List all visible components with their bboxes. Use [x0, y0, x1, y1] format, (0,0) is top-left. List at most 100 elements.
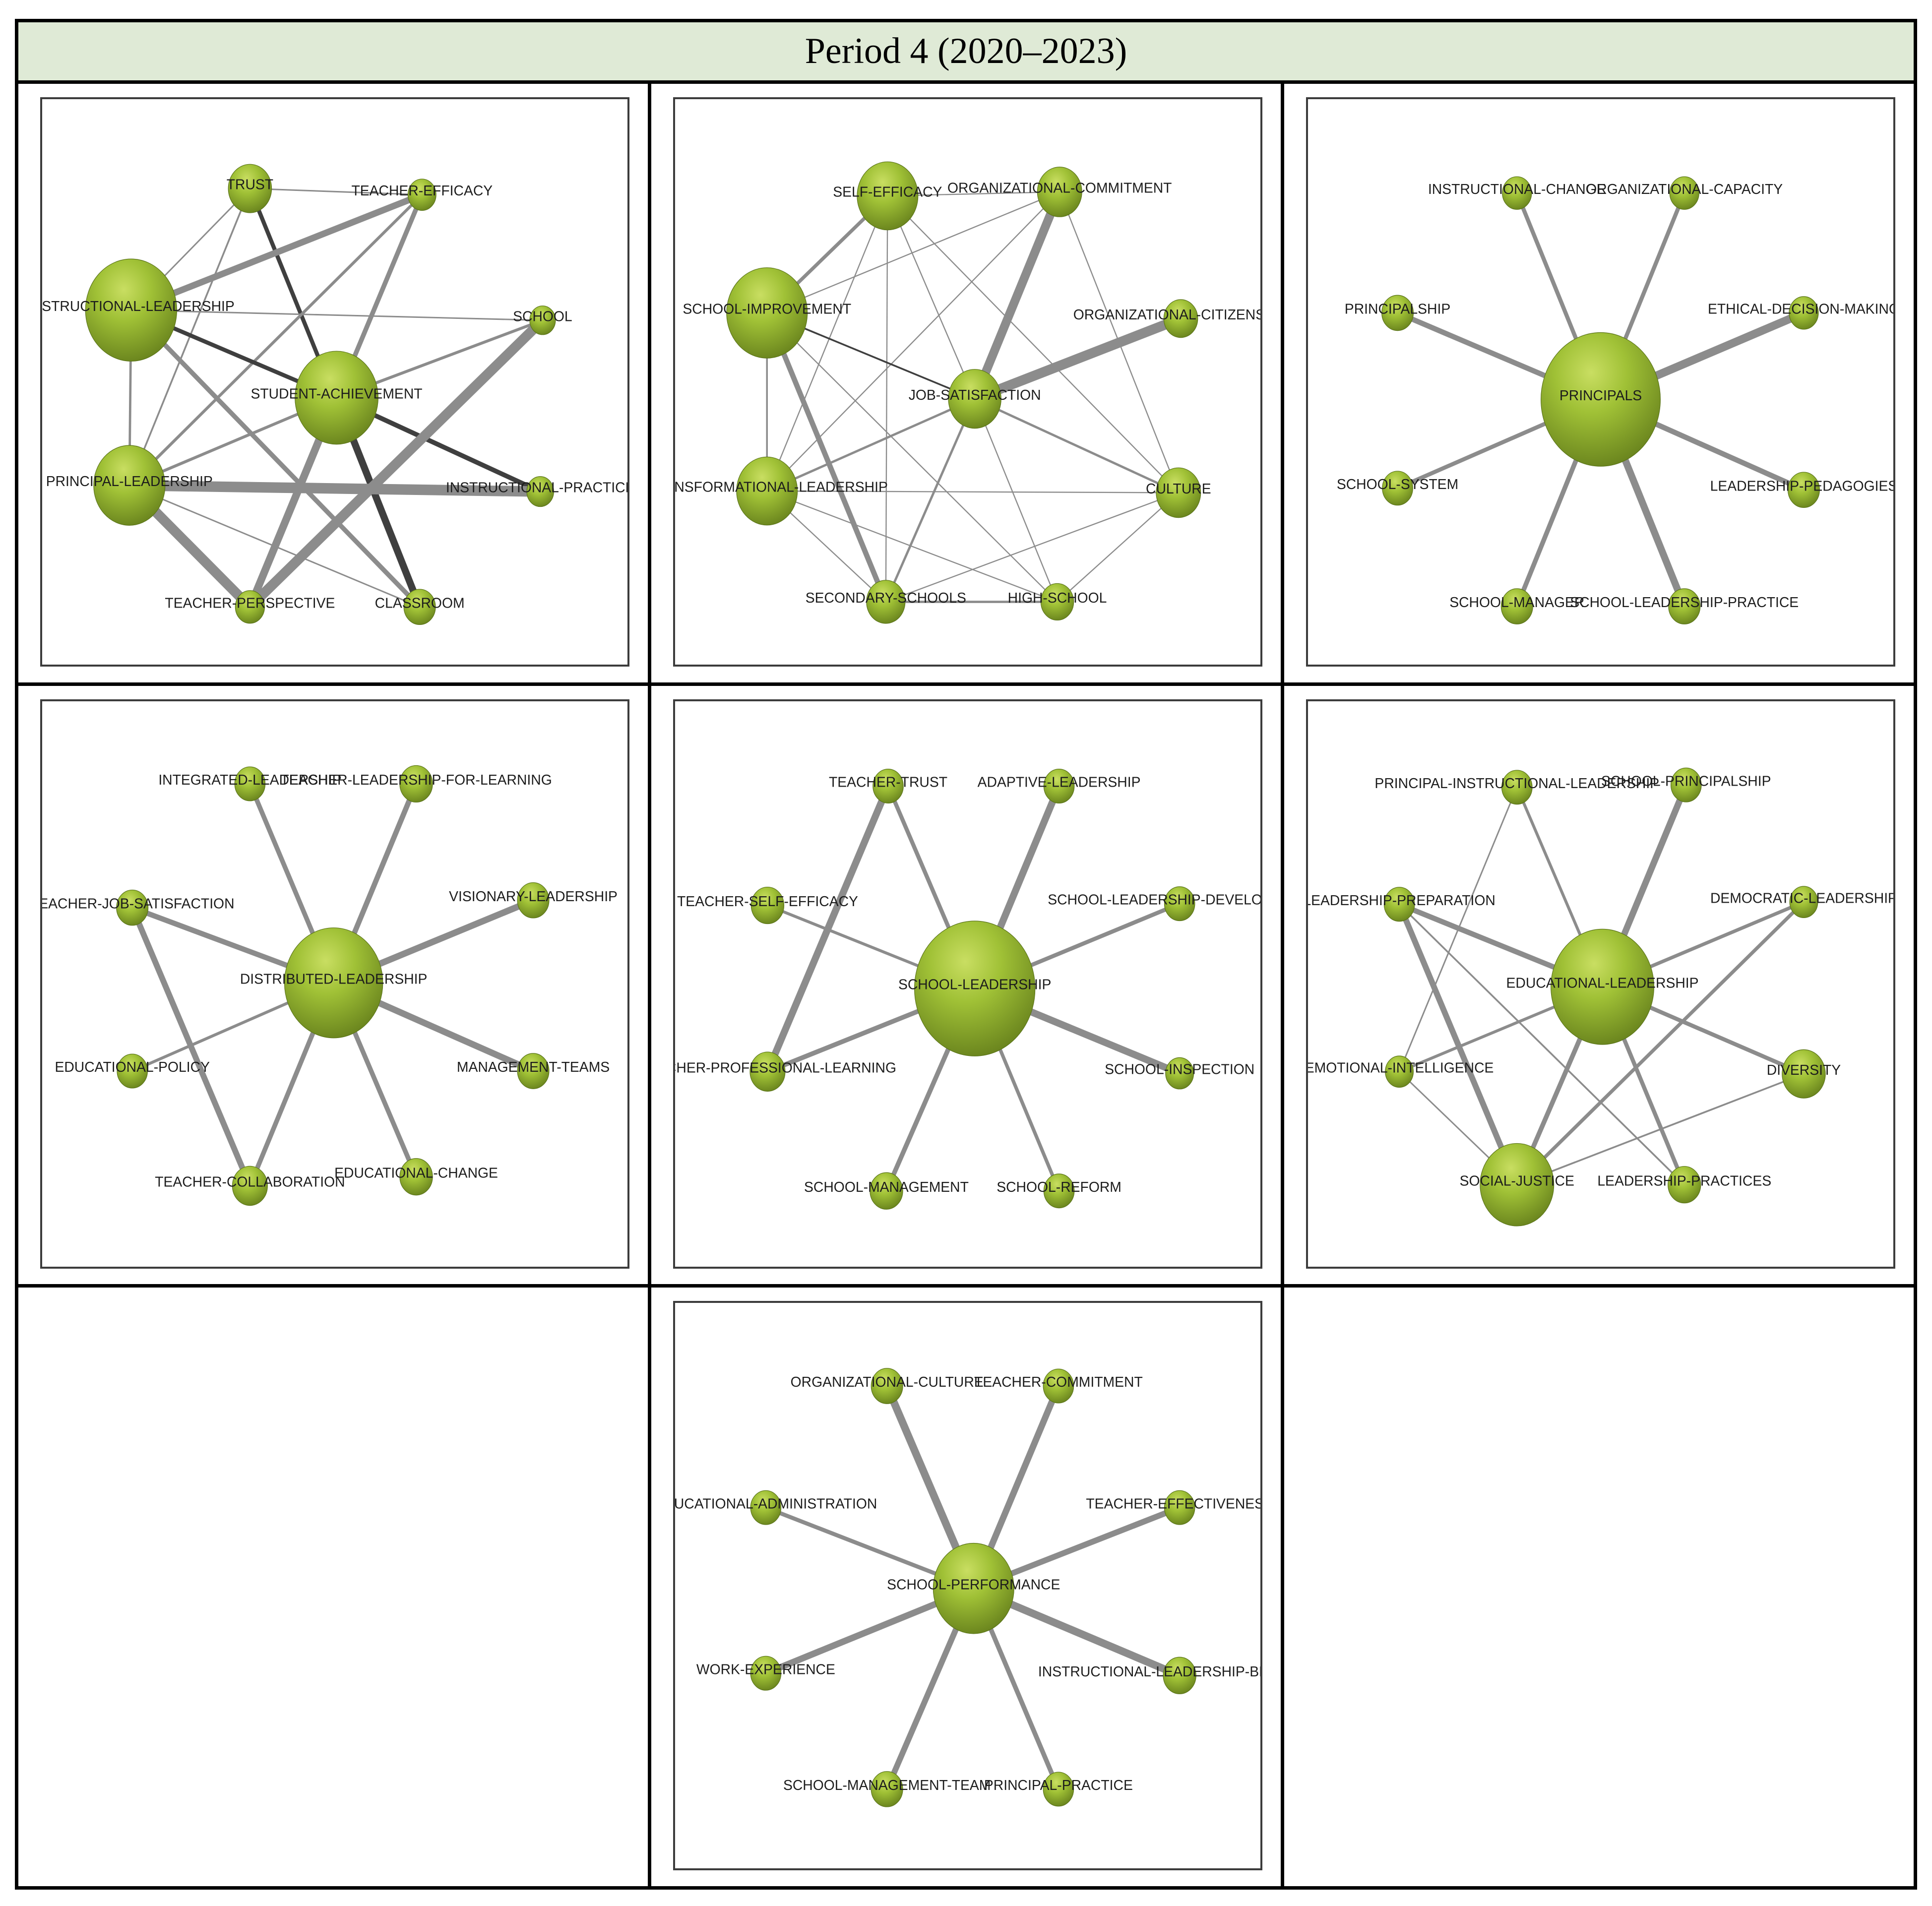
node-circle [736, 456, 798, 526]
network-graph: INTEGRATED-LEADERSHIPTEACHER-LEADERSHIP-… [42, 765, 618, 1206]
node-label: SCHOOL-MANAGEMENT [804, 1179, 969, 1195]
node-circle [1669, 176, 1699, 210]
node-label: TEACHER-EFFECTIVENESS [1086, 1496, 1260, 1512]
node-label: INSTRUCTIONAL-PRACTICE [446, 480, 627, 496]
node-label: DEMOCRATIC-LEADERSHIP [1710, 890, 1893, 906]
edge-line [766, 191, 1060, 492]
node-label: ADAPTIVE-LEADERSHIP [978, 774, 1141, 790]
node-circle [234, 766, 266, 801]
edge-line [766, 312, 1058, 603]
node-label: SCHOOL-LEADERSHIP-PRACTICE [1570, 595, 1799, 611]
node-circle [1480, 1143, 1555, 1227]
node-circle [1668, 1166, 1701, 1203]
node-circle [1164, 1490, 1195, 1525]
node-circle [1163, 299, 1198, 338]
node-circle [933, 1543, 1014, 1634]
edge-line [1515, 900, 1805, 1186]
edge-line [1516, 1073, 1805, 1186]
node-circle [871, 1368, 903, 1405]
node-circle [526, 476, 554, 507]
figure-title-bar: Period 4 (2020–2023) [18, 22, 1914, 80]
node-circle [914, 921, 1036, 1056]
node-circle [116, 889, 149, 926]
node-label: EMOTIONAL-INTELLIGENCE [1308, 1060, 1494, 1076]
node-circle [750, 1656, 782, 1691]
edge-line [1398, 903, 1685, 1185]
node-circle [1381, 295, 1414, 331]
node-label: CULTURE [1146, 481, 1211, 497]
edge-line [1396, 903, 1520, 1186]
node-circle [284, 927, 383, 1039]
node-circle [866, 580, 906, 624]
node-label: TEACHER-TRUST [829, 774, 947, 790]
edge-line [764, 784, 892, 1073]
node-circle [1383, 886, 1415, 922]
node-label: EDUCATIONAL-POLICY [55, 1059, 210, 1075]
node-label: EDUCATIONAL-CHANGE [334, 1165, 498, 1181]
grid-cell-r2c2 [1281, 1288, 1914, 1887]
edge-line [973, 313, 1183, 404]
node-circle [1500, 588, 1533, 624]
node-circle [117, 1053, 148, 1089]
grid-cell-r2c0 [18, 1288, 648, 1887]
node-label: SCHOOL-MANAGER [1449, 595, 1584, 611]
node-label: PRINCIPAL-INSTRUCTIONAL-LEADERSHIP [1374, 776, 1659, 792]
figure-title: Period 4 (2020–2023) [805, 31, 1127, 71]
edge-line [766, 398, 976, 492]
node-label: SCHOOL-IMPROVEMENT [683, 302, 851, 317]
node-circle [295, 351, 378, 445]
node-label: VISIONARY-LEADERSHIP [449, 889, 618, 905]
edge-line [129, 191, 424, 313]
edge-line [970, 190, 1064, 401]
node-label: INTEGRATED-LEADERSHIP [158, 772, 341, 788]
node-circle [399, 1158, 433, 1196]
node-circle [1163, 1657, 1196, 1695]
node-label: LEADERSHIP-PREPARATION [1308, 893, 1496, 909]
node-circle [1501, 769, 1533, 804]
edge-line [129, 906, 253, 1187]
edge-line [767, 490, 1179, 493]
edge-line [129, 308, 422, 609]
node-label: SCHOOL [513, 308, 572, 324]
node-label: LEADERSHIP-PEDAGOGIES [1710, 478, 1893, 494]
node-label: SCHOOL-LEADERSHIP [898, 977, 1051, 992]
node-circle [1782, 1049, 1826, 1099]
node-circle [1164, 886, 1195, 921]
node-label: PRINCIPALS [1559, 388, 1642, 404]
node-label: ETHICAL-DECISION-MAKING [1708, 302, 1893, 317]
node-circle [1789, 296, 1819, 330]
node-circle [517, 1052, 550, 1089]
node-label: TEACHER-PERSPECTIVE [165, 595, 335, 611]
node-label: TEACHER-COMMITMENT [974, 1375, 1143, 1391]
node-circle [399, 765, 433, 802]
node-label: PRINCIPALSHIP [1345, 302, 1450, 317]
node-label: TEACHER-EFFICACY [351, 183, 493, 199]
node-circle [1043, 1772, 1074, 1807]
edge-line [129, 485, 420, 608]
edge-line [1057, 492, 1179, 603]
node-label: ORGANIZATIONAL-COMMITMENT [947, 181, 1172, 196]
node-circle [517, 882, 550, 919]
node-circle [85, 258, 177, 362]
edge-line [1398, 787, 1518, 1072]
network-graph: INSTRUCTIONAL-CHANGEORGANIZATIONAL-CAPAC… [1337, 176, 1893, 624]
figure-table: Period 4 (2020–2023) TRUST TEACHER-EFFICA… [15, 19, 1917, 1890]
node-label: ORGANIZATIONAL-CAPACITY [1586, 182, 1783, 197]
network-graph: PRINCIPAL-INSTRUCTIONAL-LEADERSHIPSCHOOL… [1308, 767, 1893, 1227]
node-circle [529, 306, 556, 335]
node-circle [726, 267, 808, 359]
node-circle [1165, 1057, 1194, 1090]
node-label: PRINCIPAL-LEADERSHIP [46, 474, 213, 490]
node-circle [1385, 1055, 1414, 1088]
node-label: TRUST [227, 177, 273, 193]
node-circle [870, 1172, 903, 1210]
